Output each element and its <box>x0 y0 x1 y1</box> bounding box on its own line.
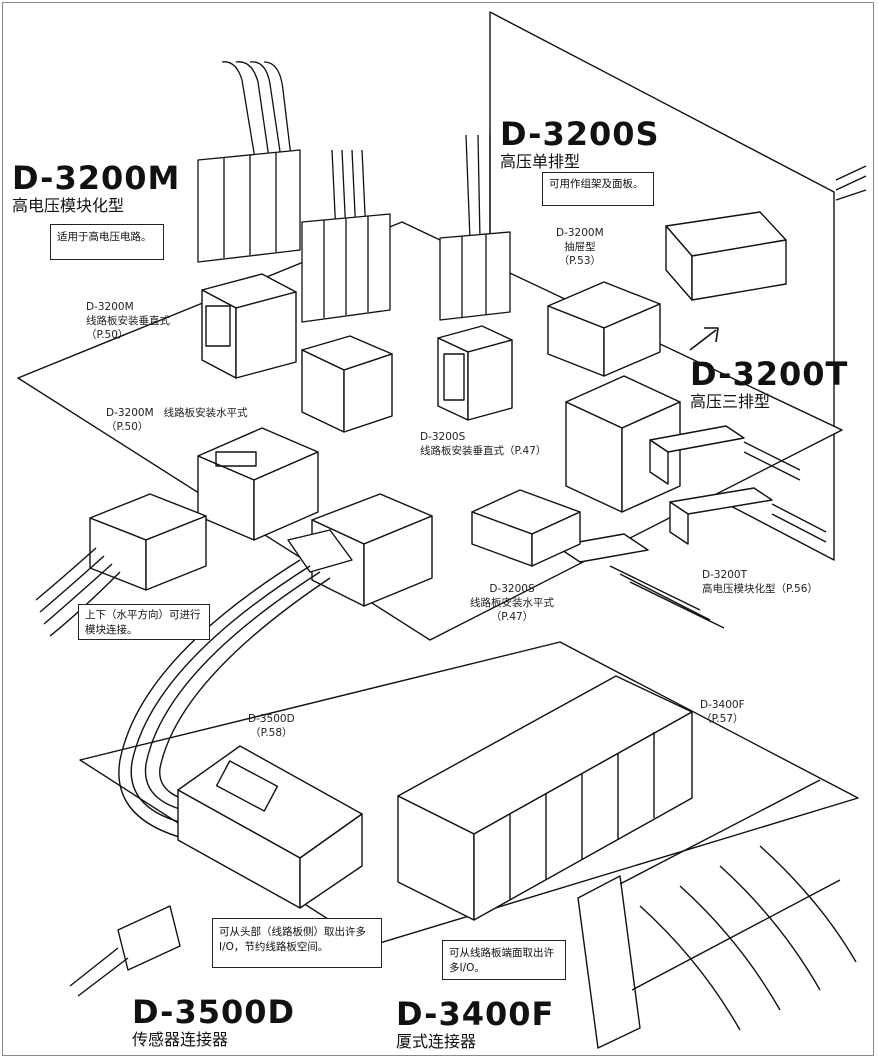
cable-bundle-icon <box>118 559 331 841</box>
label-model: D-3400F <box>700 699 745 711</box>
label-d3200t-module: D-3200T 高电压模块化型（P.56） <box>702 568 818 596</box>
d3400f-header-icon <box>397 675 693 921</box>
label-d3500d-page: D-3500D （P.58） <box>248 712 295 740</box>
note-box-d3400f: 可从线路板端面取出许多I/O。 <box>442 940 566 980</box>
d3200s-plug-icon <box>439 134 511 321</box>
note-box-d3500d: 可从头部（线路板侧）取出许多I/O，节约线路板空间。 <box>212 918 382 968</box>
series-title-d3200s: D-3200S <box>500 115 660 153</box>
label-page: （P.53） <box>558 255 602 268</box>
label-desc: 线路板安装垂直式（P.47） <box>420 445 547 458</box>
d3400f-cable-plugs-icon <box>577 779 857 1049</box>
d3200m-horizontal-mated-icon <box>287 493 433 607</box>
series-title-d3200m: D-3200M <box>12 159 181 197</box>
d3500d-icon <box>177 745 363 909</box>
label-desc: 高电压模块化型（P.56） <box>702 583 818 596</box>
label-model: D-3500D <box>248 713 295 725</box>
d3200s-header-vertical-icon <box>437 325 513 421</box>
d3200m-drawer-icon <box>547 281 661 377</box>
label-page: （P.50） <box>86 329 129 342</box>
note-box-modular: 上下（水平方向）可进行模块连接。 <box>78 604 210 640</box>
d3200s-header-horizontal-icon <box>471 489 581 567</box>
label-page: （P.58） <box>250 727 293 740</box>
series-title-d3500d: D-3500D <box>132 993 296 1031</box>
series-desc-d3200t: 高压三排型 <box>690 392 771 411</box>
label-desc: 抽屉型 <box>564 241 596 254</box>
series-desc-d3200s: 高压单排型 <box>500 152 581 171</box>
series-title-d3400f: D-3400F <box>396 995 555 1033</box>
label-model: D-3200M <box>556 227 604 239</box>
label-page: （P.50） <box>106 421 149 434</box>
d3200m-plug-2-icon <box>301 149 391 323</box>
d3200m-header-horizontal-icon <box>197 427 319 541</box>
label-page: （P.47） <box>490 611 534 624</box>
series-desc-d3500d: 传感器连接器 <box>132 1030 229 1049</box>
d3200m-plug-icon <box>197 61 301 263</box>
label-model: D-3200S <box>489 583 535 595</box>
note-box-d3200s: 可用作组架及面板。 <box>542 172 654 206</box>
sensor-connector-icon <box>69 905 181 997</box>
label-model: D-3200S <box>420 431 466 443</box>
label-d3400f-page: D-3400F （P.57） <box>700 698 745 726</box>
d3200t-module-icon <box>555 425 827 629</box>
label-model: D-3200M <box>86 301 134 313</box>
label-desc: 线路板安装水平式 <box>163 407 248 419</box>
d3200t-panel-plug-icon <box>665 165 867 301</box>
label-d3200s-pcb-horizontal: D-3200S 线路板安装水平式 （P.47） <box>470 582 554 625</box>
label-d3200s-pcb-vertical: D-3200S 线路板安装垂直式（P.47） <box>420 430 546 458</box>
note-box-d3200m: 适用于高电压电路。 <box>50 224 164 260</box>
label-d3200m-drawer: D-3200M 抽屉型 （P.53） <box>556 226 604 269</box>
label-desc: 线路板安装垂直式 <box>86 315 170 328</box>
label-model: D-3200T <box>702 569 748 581</box>
label-model: D-3200M <box>106 407 154 419</box>
d3200m-header-vertical-icon <box>201 273 297 379</box>
label-d3200m-pcb-horizontal: D-3200M 线路板安装水平式 （P.50） <box>106 406 248 434</box>
label-desc: 线路板安装水平式 <box>470 597 554 610</box>
d3200m-header-vertical-2-icon <box>301 335 393 433</box>
series-desc-d3400f: 厦式连接器 <box>396 1032 477 1051</box>
series-title-d3200t: D-3200T <box>690 355 849 393</box>
label-page: （P.57） <box>701 713 744 726</box>
label-d3200m-pcb-vertical: D-3200M 线路板安装垂直式 （P.50） <box>86 300 170 343</box>
arrow-icon <box>689 327 719 351</box>
series-desc-d3200m: 高电压模块化型 <box>12 196 125 215</box>
